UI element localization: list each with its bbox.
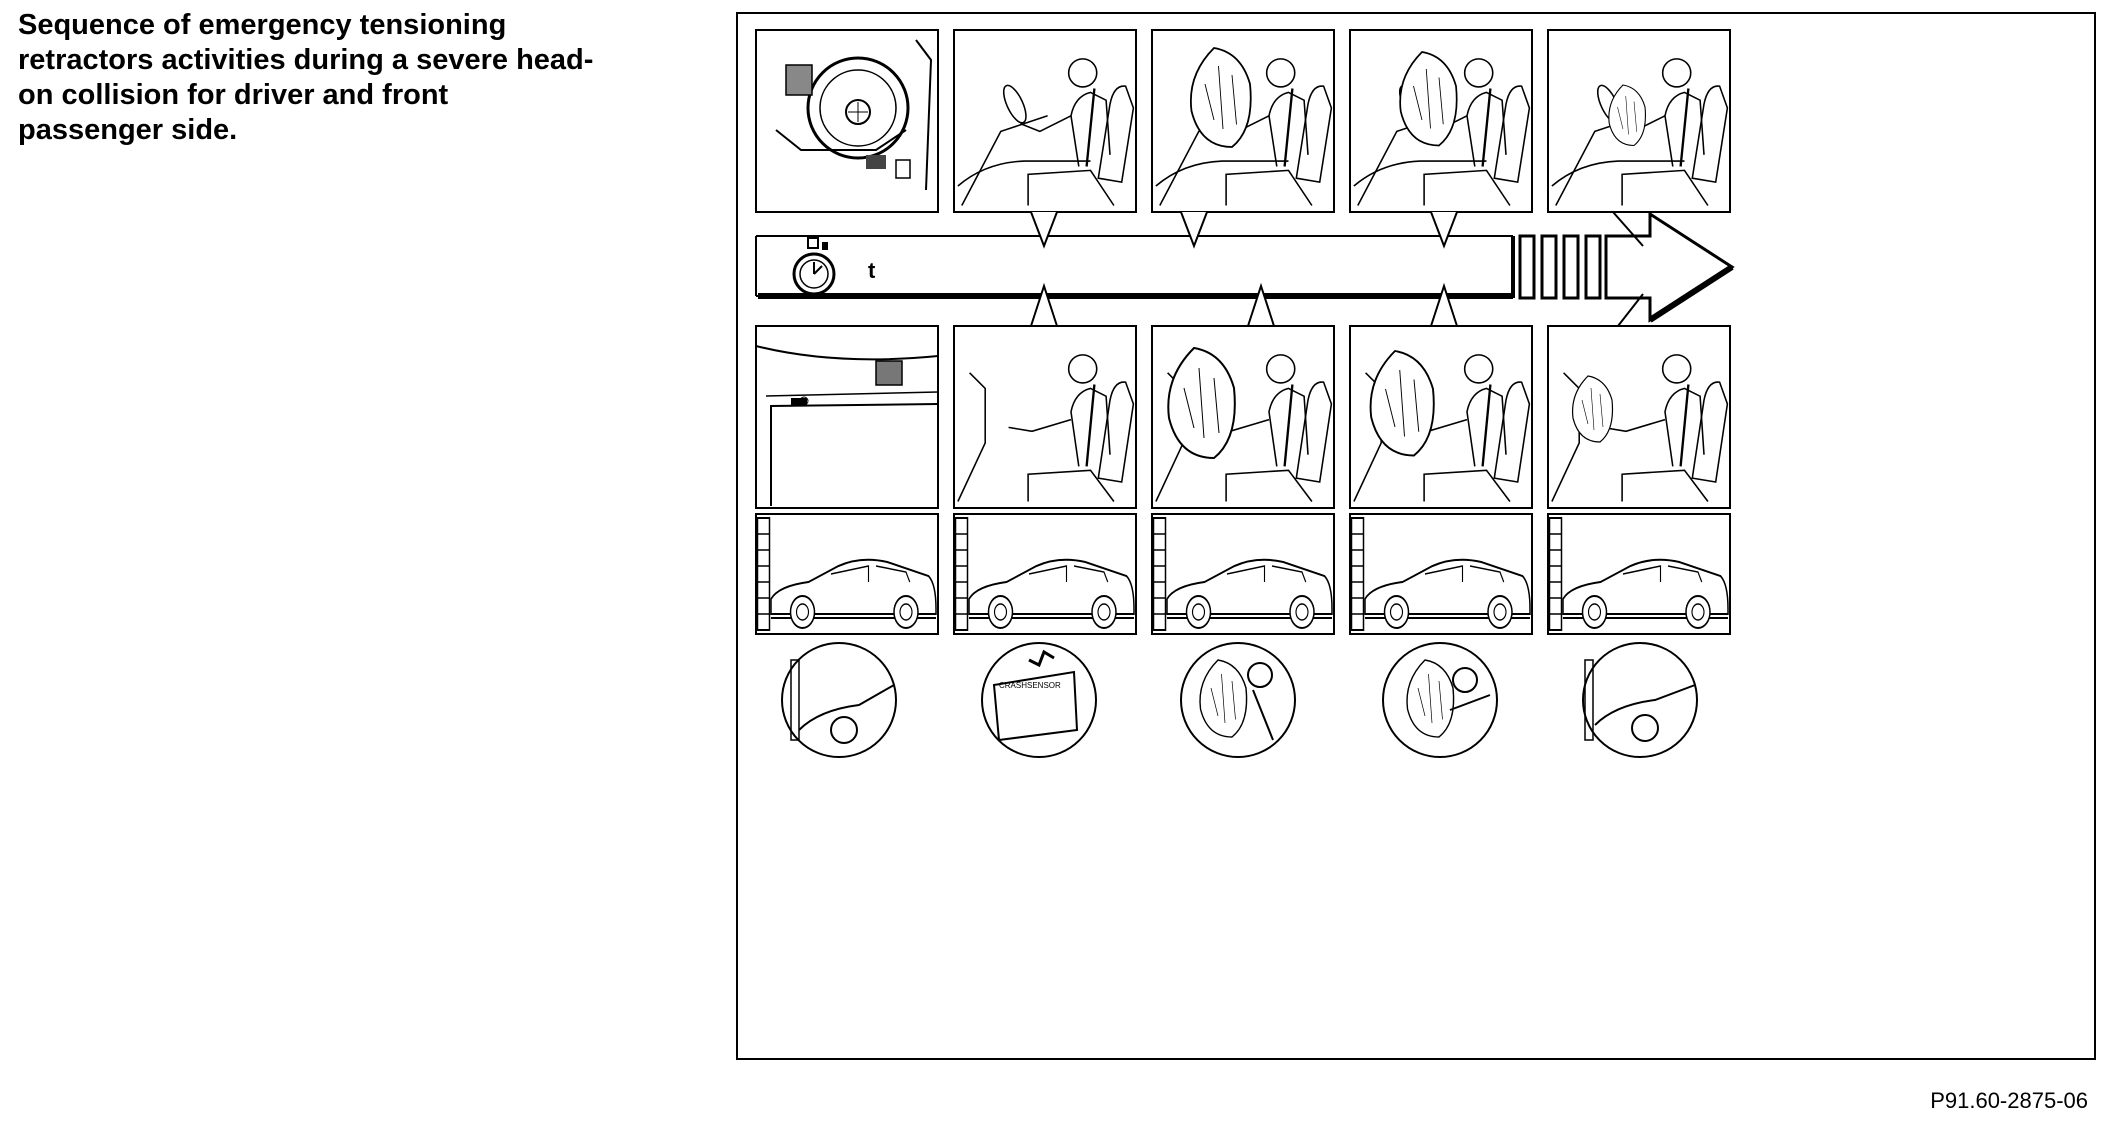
- driver-row: [755, 29, 1731, 213]
- time-label: t: [868, 258, 876, 283]
- driver-stage-4-panel: [1547, 29, 1731, 213]
- sequence-svg: t: [755, 29, 1735, 758]
- passenger-dashboard-panel: [755, 325, 939, 509]
- timeline-arrow: t: [755, 211, 1735, 327]
- passenger-stage-2-panel: [1151, 325, 1335, 509]
- vehicle-stage-3-panel: [1349, 513, 1533, 635]
- stopwatch-icon: [792, 237, 836, 296]
- vehicle-stage-1-panel: [953, 513, 1137, 635]
- driver-cockpit-panel: [755, 29, 939, 213]
- detail-impact-circle: [781, 642, 897, 758]
- passenger-row: [755, 325, 1731, 509]
- figure-code: P91.60-2875-06: [1930, 1088, 2088, 1113]
- detail-crash-sensor-circle: CRASHSENSOR: [981, 642, 1097, 758]
- driver-stage-3-panel: [1349, 29, 1533, 213]
- figure-caption: Sequence of emergency tensioning retract…: [18, 9, 594, 146]
- detail-deformation-circle: [1582, 642, 1698, 758]
- passenger-stage-4-panel: [1547, 325, 1731, 509]
- vehicle-stage-4-panel: [1547, 513, 1731, 635]
- passenger-stage-3-panel: [1349, 325, 1533, 509]
- detail-passenger-airbag-circle: [1382, 642, 1498, 758]
- detail-driver-airbag-circle: [1180, 642, 1296, 758]
- detail-row: CRASHSENSOR: [781, 642, 1698, 758]
- driver-stage-2-panel: [1151, 29, 1335, 213]
- vehicle-stage-0-panel: [755, 513, 939, 635]
- sequence-diagram: t: [736, 12, 2096, 1060]
- passenger-stage-1-panel: [953, 325, 1137, 509]
- vehicle-row: [755, 513, 1731, 635]
- vehicle-stage-2-panel: [1151, 513, 1335, 635]
- driver-stage-1-panel: [953, 29, 1137, 213]
- crash-sensor-label: CRASHSENSOR: [999, 681, 1061, 690]
